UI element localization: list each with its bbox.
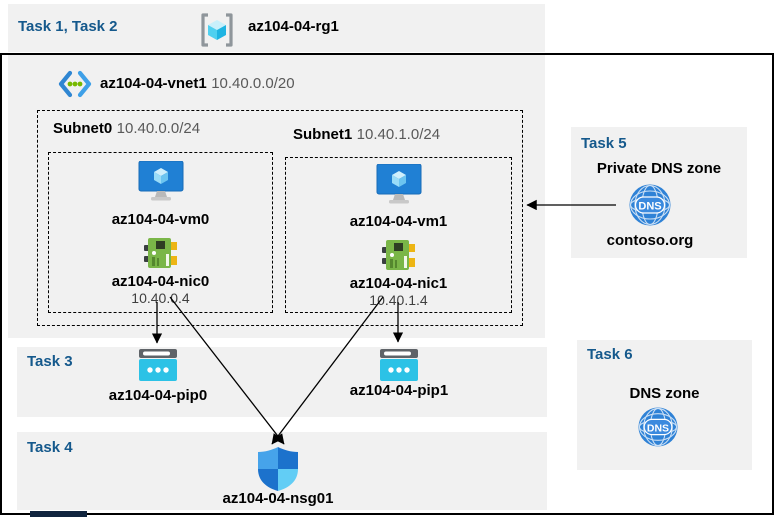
dns-icon-text: DNS [638,201,661,213]
subnet1-box: az104-04-vm1 az104-04-nic1 10.40.1.4 [285,157,512,313]
task3-band: Task 3 az104-04-pip0 az104-04-pip1 [17,347,547,417]
header-band: Task 1, Task 2 az104-04-rg1 [8,4,545,52]
private-dns-zone-title: Private DNS zone [596,160,722,177]
task6-box: Task 6 DNS zone DNS [577,340,752,470]
task3-label: Task 3 [27,353,73,370]
outer-border [0,53,774,515]
task-1-2-label: Task 1, Task 2 [18,18,118,35]
vm0-name: az104-04-vm0 [111,211,210,228]
task4-band: Task 4 az104-04-nsg01 [17,432,547,510]
nic1-ip: 10.40.1.4 [369,292,428,308]
nic1-name: az104-04-nic1 [349,275,448,292]
pip0-icon [139,349,177,381]
vm1-name: az104-04-vm1 [349,213,448,230]
dns-zone-icon: DNS [638,407,678,447]
resource-group-name: az104-04-rg1 [248,18,339,35]
pip0-name: az104-04-pip0 [108,387,208,404]
subnet1-name: Subnet1 [293,126,353,143]
vm0-icon [138,161,184,201]
virtual-network-icon [58,70,92,98]
vnet-cidr: 10.40.0.0/20 [211,75,295,92]
pip1-icon [380,349,418,381]
task6-label: Task 6 [587,346,633,363]
pip1-name: az104-04-pip1 [349,382,449,399]
vm1-icon [376,164,422,204]
nsg-icon [258,447,298,491]
task4-label: Task 4 [27,439,73,456]
nic0-name: az104-04-nic0 [111,273,210,290]
resource-group-icon [201,13,233,47]
dns-icon-text: DNS [647,423,669,434]
nsg-name: az104-04-nsg01 [222,490,334,507]
bottom-edge-artifact [30,511,87,517]
vnet-box: az104-04-vnet1 10.40.0.0/20 [8,55,545,338]
nic1-icon [382,240,415,270]
task5-label: Task 5 [581,135,627,152]
task5-box: Task 5 Private DNS zone DNS contoso.org [571,127,747,258]
subnet1-cidr: 10.40.1.0/24 [356,126,441,143]
subnet0-name: Subnet0 [53,120,113,137]
nic0-ip: 10.40.0.4 [131,290,190,306]
private-dns-icon: DNS [629,184,671,226]
dns-zone-title: DNS zone [629,385,700,402]
vnet-name: az104-04-vnet1 [100,75,207,92]
nic0-icon [144,238,177,268]
subnet1-label: Subnet1 10.40.1.0/24 [293,126,440,144]
vnet-title: az104-04-vnet1 10.40.0.0/20 [100,75,295,93]
private-dns-zone-name: contoso.org [606,232,694,249]
subnet0-cidr: 10.40.0.0/24 [116,120,201,137]
subnet0-box: az104-04-vm0 az104-04-nic0 10.40.0.4 [48,152,273,313]
subnet0-label: Subnet0 10.40.0.0/24 [53,120,200,138]
